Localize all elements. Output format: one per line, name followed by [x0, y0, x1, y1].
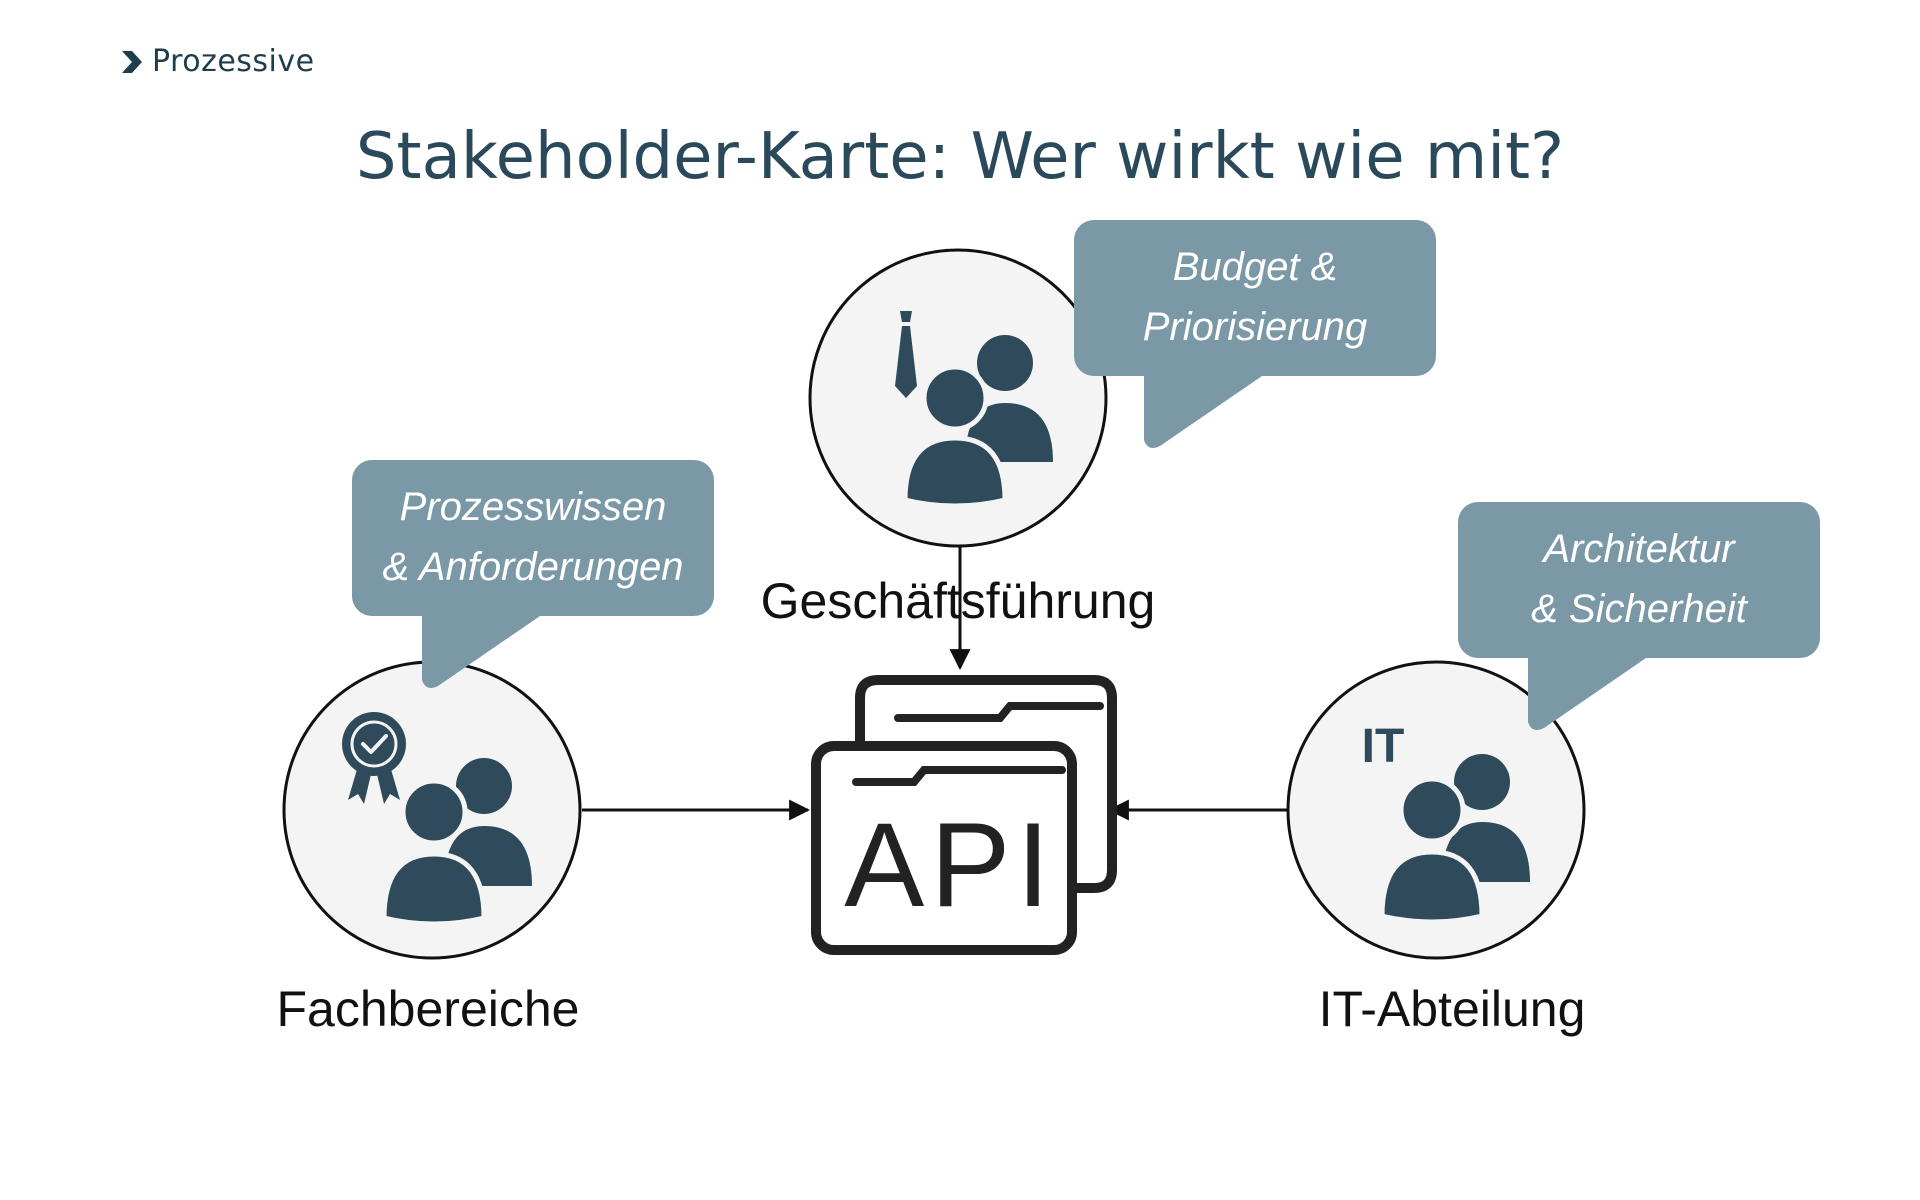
chevron-right-icon — [122, 50, 142, 73]
people-tie-icon — [895, 311, 1053, 509]
people-it-icon: IT — [1362, 720, 1530, 925]
it-label: IT-Abteilung — [1319, 981, 1586, 1037]
business-bubble-line2: & Anforderungen — [383, 545, 684, 589]
api-folders-icon: API — [811, 675, 1117, 955]
management-bubble: Budget & Priorisierung — [1074, 220, 1436, 448]
it-bubble-line2: & Sicherheit — [1531, 587, 1749, 631]
business-bubble: Prozesswissen & Anforderungen — [352, 460, 714, 688]
people-badge-icon — [342, 712, 532, 927]
node-business: Prozesswissen & Anforderungen Fachbereic… — [277, 460, 714, 1037]
it-badge-text: IT — [1362, 720, 1405, 773]
page-title: Stakeholder-Karte: Wer wirkt wie mit? — [355, 120, 1565, 194]
management-label: Geschäftsführung — [761, 573, 1156, 629]
node-it: IT Architektur & Sicherheit IT-Abteilung — [1286, 502, 1820, 1037]
api-text: API — [844, 798, 1055, 932]
logo-text: Prozessive — [152, 44, 315, 79]
management-bubble-line1: Budget & — [1173, 245, 1338, 289]
it-bubble-line1: Architektur — [1541, 527, 1736, 571]
node-management: Budget & Priorisierung Geschäftsführung — [761, 220, 1436, 629]
it-bubble: Architektur & Sicherheit — [1458, 502, 1820, 730]
logo: Prozessive — [120, 44, 315, 79]
business-label: Fachbereiche — [277, 981, 580, 1037]
management-bubble-line2: Priorisierung — [1143, 305, 1368, 349]
business-bubble-line1: Prozesswissen — [400, 485, 667, 529]
